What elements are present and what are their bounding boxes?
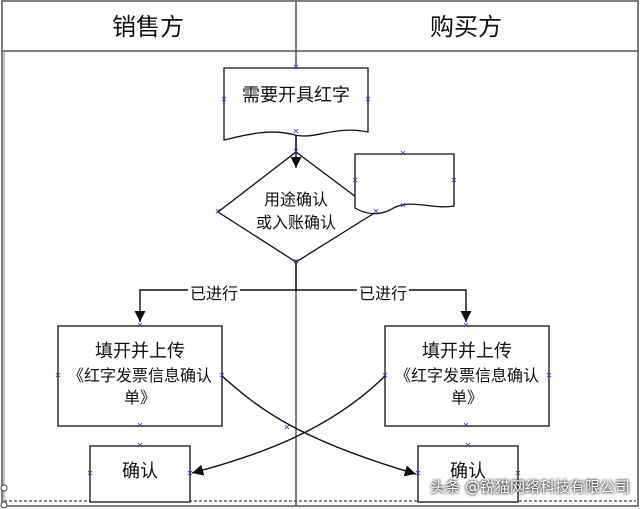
seller-upload-line1: 填开并上传: [95, 341, 185, 362]
edge-label-left: 已进行: [187, 280, 241, 304]
seller-upload-line3: 单》: [123, 388, 157, 407]
connection-marker: ✕: [450, 176, 458, 185]
connection-marker: ✕: [136, 321, 144, 330]
connection-marker: ✕: [364, 95, 372, 104]
need-red-document: [223, 67, 369, 141]
arrow-buyer-to-seller-confirm: [191, 375, 386, 476]
arrow-to-seller-upload: [134, 289, 296, 322]
decision-label-line2: 或入账确认: [255, 213, 337, 232]
buyer-upload-line2: 《红字发票信息确认: [394, 366, 540, 385]
lane-title-buyer: 购买方: [430, 13, 502, 41]
connection-marker: ✕: [292, 127, 300, 136]
need-red-label: 需要开具红字: [242, 85, 350, 106]
buyer-confirm-box: [417, 445, 519, 503]
connection-marker: ✕: [372, 207, 380, 216]
buyer-upload-line1: 填开并上传: [422, 341, 512, 362]
connection-marker: ✕: [381, 371, 389, 380]
edge-label-right: 已进行: [356, 280, 410, 304]
seller-confirm-box: [89, 445, 191, 503]
connection-marker: ✕: [545, 371, 553, 380]
connection-marker: ✕: [220, 95, 228, 104]
buyer-upload-box: [384, 325, 550, 427]
handle-dot: [0, 484, 8, 492]
handle-dot: [0, 501, 8, 509]
connection-marker: ✕: [292, 63, 300, 72]
connection-marker: ✕: [54, 371, 62, 380]
connection-marker: ✕: [214, 207, 222, 216]
seller-confirm-label: 确认: [122, 461, 158, 482]
lane-title-seller: 销售方: [112, 13, 184, 41]
connection-marker: ✕: [351, 176, 359, 185]
connection-marker: ✕: [514, 469, 522, 478]
connection-marker: ✕: [86, 469, 94, 478]
connection-marker: ✕: [218, 371, 226, 380]
buyer-confirm-label: 确认: [450, 461, 486, 482]
connection-marker: ✕: [414, 469, 422, 478]
connection-marker: ✕: [292, 147, 300, 156]
arrow-seller-to-buyer-confirm: [221, 375, 417, 477]
connection-marker: ✕: [399, 201, 407, 210]
connection-marker: ✕: [464, 441, 472, 450]
seller-upload-box: [57, 325, 223, 427]
connection-marker: ✕: [399, 149, 407, 158]
watermark-text: 头条 @锐猫网络科技有限公司: [430, 478, 630, 496]
connection-marker: ✕: [462, 321, 470, 330]
decision-label-line1: 用途确认: [263, 190, 329, 209]
buyer-document: [354, 153, 455, 215]
connection-marker: ✕: [186, 469, 194, 478]
arrow-to-buyer-upload: [296, 289, 472, 322]
connection-marker: ✕: [136, 441, 144, 450]
connection-marker: ✕: [292, 257, 300, 266]
seller-upload-line2: 《红字发票信息确认: [67, 366, 213, 385]
connection-marker: ✕: [283, 423, 291, 432]
connection-marker: ✕: [462, 421, 470, 430]
buyer-upload-line3: 单》: [450, 388, 484, 407]
connection-marker: ✕: [136, 421, 144, 430]
